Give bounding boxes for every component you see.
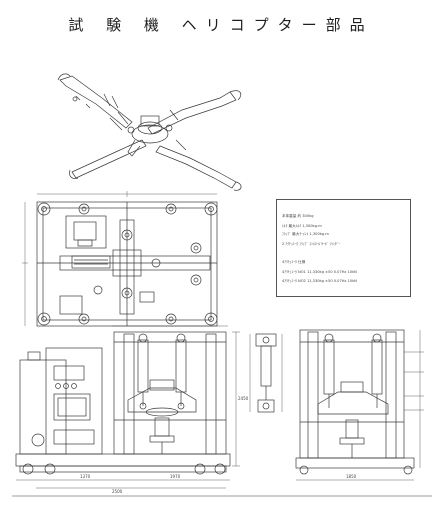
dimension-label: 2500: [112, 489, 123, 494]
spec-row: ﾌﾗｯﾌﾟ 最大ﾓｰﾒﾝﾄ 1,300kg-m: [282, 232, 329, 236]
rotor-hub-isometric: [57, 73, 242, 191]
front-elevation: [15, 325, 240, 489]
dimension-label: 1970: [170, 474, 181, 479]
spec-row: 4ｱｸﾁｭｴｰﾀ 仕様: [282, 260, 306, 264]
page-title: 試 験 機 ヘリコプター部品: [68, 16, 374, 34]
actuator-detail: [249, 333, 283, 413]
dimension-label: 1370: [80, 474, 91, 479]
dimension-label: 2450: [238, 396, 249, 401]
side-elevation: [295, 329, 424, 481]
spec-row: 4ｱｸﾁｭｴｰﾀ NO1 11,330kg ±50 0.07Hz 10kN: [282, 270, 357, 274]
dimension-label: 1850: [346, 474, 357, 479]
spec-row: 本体重量 約 300kg: [282, 214, 314, 218]
spec-row: 4ｱｸﾁｭｴｰﾀ NO2 11,330kg ±50 0.07Hz 10kN: [282, 279, 357, 283]
spec-row: ﾄﾙｸ 最大ﾄﾙｸ 1,300kg-m: [282, 224, 322, 228]
specification-table: 本体重量 約 300kg ﾄﾙｸ 最大ﾄﾙｸ 1,300kg-m ﾌﾗｯﾌﾟ 最…: [276, 199, 411, 297]
spec-row: 2 ｱｸﾁｭｴｰﾀ ﾌﾗｯﾌﾟ ｺﾝﾄﾛｰﾙ ｻｰﾎﾞ ｼﾘﾝﾀﾞｰ: [282, 242, 341, 246]
plan-view: [22, 191, 218, 327]
